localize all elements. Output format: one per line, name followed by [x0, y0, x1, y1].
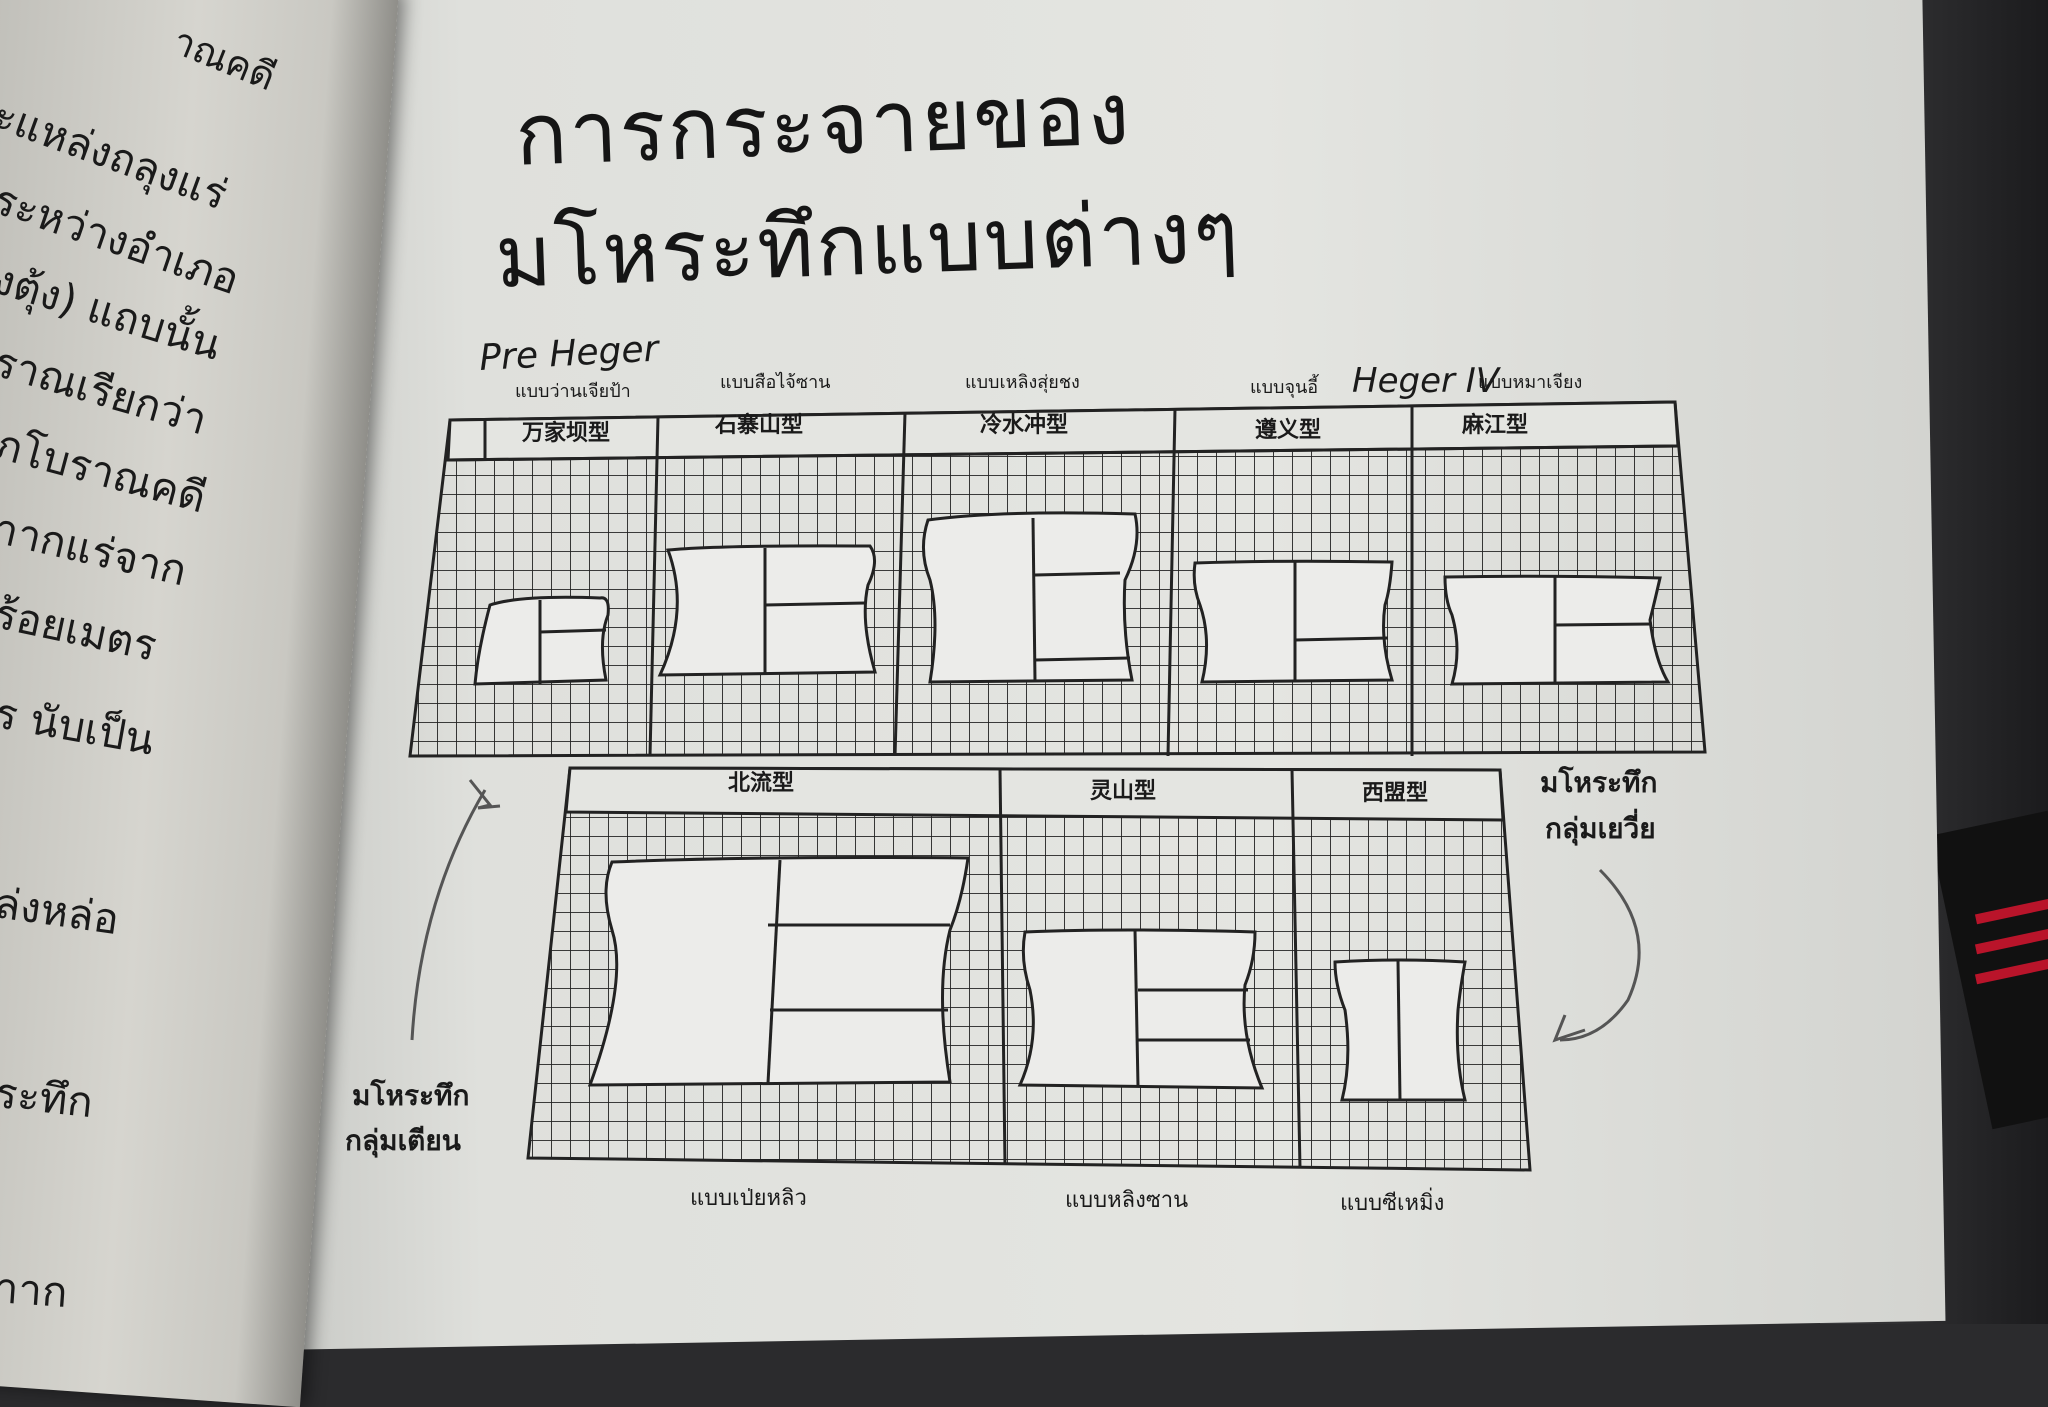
label-lengshuichong-thai: แบบเหลิงสุ่ยชง: [965, 372, 1080, 393]
arrow-yue-head: [1552, 1014, 1586, 1043]
label-shizhaishan-chinese: 石寨山型: [714, 412, 803, 438]
drum-zunyi: [1192, 559, 1395, 684]
label-zunyi-chinese: 遵义型: [1255, 417, 1321, 443]
group-label-dian-1: มโหระทึก: [352, 1078, 469, 1112]
group-label-dian-2: กลุ่มเตียน: [345, 1124, 461, 1158]
group-label-yue-1: มโหระทึก: [1540, 765, 1657, 799]
label-beiliu-chinese: 北流型: [728, 770, 794, 796]
arrow-dian-group: [410, 789, 487, 1041]
label-lingshan-thai: แบบหลิงซาน: [1065, 1188, 1188, 1213]
drum-shizhaishan: [657, 544, 877, 677]
label-wanjiaba-thai: แบบว่านเจียป้า: [515, 381, 631, 402]
label-majiang-thai: แบบหมาเจียง: [1478, 372, 1582, 393]
label-majiang-chinese: 麻江型: [1461, 412, 1528, 438]
drum-distribution-figure: Pre Heger แบบว่านเจียป้า 万家坝型 แบบสือไจ้ซ…: [345, 329, 1707, 1216]
handwritten-heger-iv: Heger IV: [1352, 361, 1502, 401]
arrow-yue-group: [1559, 868, 1641, 1042]
label-ximeng-thai: แบบซีเหมิ่ง: [1340, 1187, 1444, 1216]
drum-wanjiaba: [473, 595, 610, 686]
label-beiliu-thai: แบบเป่ยหลิว: [690, 1186, 807, 1211]
label-shizhaishan-thai: แบบสือไจ้ซาน: [720, 371, 830, 393]
label-wanjiaba-chinese: 万家坝型: [521, 420, 610, 446]
drum-lengshuichong: [922, 511, 1139, 684]
top-drums: [473, 511, 1671, 686]
arrow-dian-head: [468, 779, 501, 810]
label-lingshan-chinese: 灵山型: [1090, 779, 1156, 804]
label-zunyi-thai: แบบจุนอี้: [1250, 374, 1319, 398]
label-lengshuichong-chinese: 冷水冲型: [980, 412, 1068, 438]
drum-lingshan: [1017, 928, 1265, 1090]
group-label-yue-2: กลุ่มเยวี่ย: [1545, 808, 1656, 846]
drum-beiliu: [587, 856, 970, 1087]
label-ximeng-chinese: 西盟型: [1362, 781, 1428, 806]
handwritten-pre-heger: Pre Heger: [478, 329, 661, 379]
bottom-drums: [587, 856, 1467, 1102]
